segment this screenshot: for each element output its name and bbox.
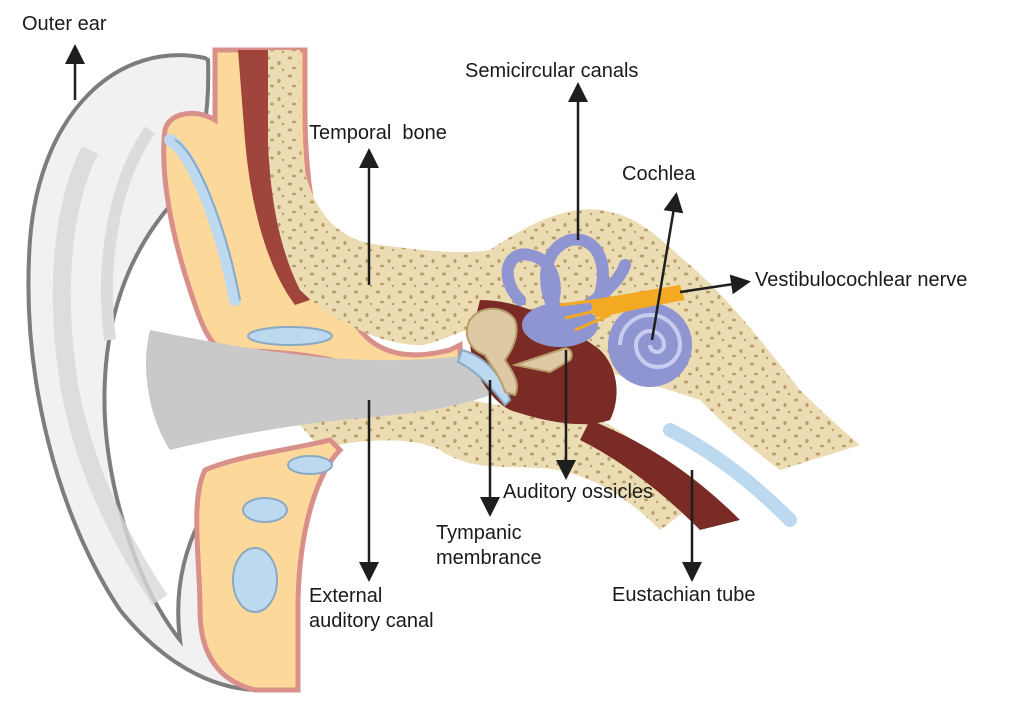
label-semicircular-canals: Semicircular canals bbox=[465, 60, 639, 82]
label-auditory-ossicles: Auditory ossicles bbox=[503, 481, 654, 503]
arrow-vestibulocochlear-nerve bbox=[679, 274, 751, 295]
label-outer-ear: Outer ear bbox=[22, 13, 107, 35]
tube-fluid-shape bbox=[663, 423, 797, 527]
external-auditory-canal-shape bbox=[146, 330, 490, 450]
label-tympanic-line-1: Tympanic bbox=[436, 522, 522, 544]
leader-arrows bbox=[65, 44, 751, 582]
label-temporal-bone: Temporal bone bbox=[309, 122, 447, 144]
label-eustachian-tube: Eustachian tube bbox=[612, 584, 756, 606]
ossicles-shape bbox=[465, 307, 573, 397]
arrow-cochlea bbox=[650, 192, 684, 341]
tympanic-membrane-shape bbox=[456, 348, 512, 407]
label-cochlea: Cochlea bbox=[622, 163, 696, 185]
cochlea-shape bbox=[608, 303, 692, 387]
temporal-bone-shape bbox=[268, 50, 860, 470]
eustachian-tube-shape bbox=[580, 420, 740, 530]
label-external-line-1: External bbox=[309, 585, 383, 607]
label-tympanic-membrance: Tympanic membrance bbox=[436, 521, 542, 571]
label-tympanic-line-2: membrance bbox=[436, 547, 542, 569]
label-external-line-2: auditory canal bbox=[309, 610, 434, 632]
vestibulocochlear-nerve-shape bbox=[559, 285, 685, 332]
label-vestibulocochlear-nerve: Vestibulocochlear nerve bbox=[755, 269, 968, 291]
label-external-auditory-canal: External auditory canal bbox=[309, 584, 434, 634]
